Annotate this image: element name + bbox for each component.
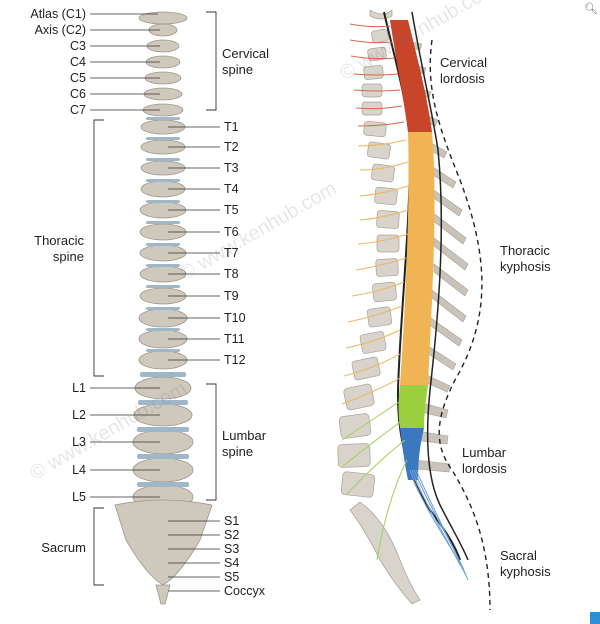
curve-sacral-kyphosis: Sacral kyphosis [500, 548, 551, 580]
curve-label-line: Lumbar [462, 445, 507, 461]
curve-label-line: lordosis [462, 461, 507, 477]
label-c7: C7 [10, 103, 86, 117]
label-l4: L4 [10, 463, 86, 477]
label-t5: T5 [224, 203, 239, 217]
lateral-vertebral-column [338, 10, 490, 610]
group-label-line: Cervical [222, 46, 269, 62]
label-s1: S1 [224, 514, 239, 528]
curve-cervical-lordosis: Cervical lordosis [440, 55, 487, 87]
group-lumbar-spine: Lumbar spine [222, 428, 266, 460]
expand-icon[interactable] [590, 612, 600, 624]
label-t6: T6 [224, 225, 239, 239]
label-t9: T9 [224, 289, 239, 303]
curve-thoracic-kyphosis: Thoracic kyphosis [500, 243, 551, 275]
label-t8: T8 [224, 267, 239, 281]
label-axis-c2: Axis (C2) [10, 23, 86, 37]
label-t3: T3 [224, 161, 239, 175]
curve-label-line: Thoracic [500, 243, 551, 259]
label-l5: L5 [10, 490, 86, 504]
label-s4: S4 [224, 556, 239, 570]
label-t11: T11 [224, 332, 245, 346]
label-l1: L1 [10, 381, 86, 395]
curve-label-line: kyphosis [500, 259, 551, 275]
label-c5: C5 [10, 71, 86, 85]
label-s5: S5 [224, 570, 239, 584]
group-label-line: Thoracic [16, 233, 84, 249]
label-t4: T4 [224, 182, 239, 196]
group-sacrum: Sacrum [16, 540, 86, 556]
group-label-line: Lumbar [222, 428, 266, 444]
cord-lumbar [399, 385, 429, 428]
label-t1: T1 [224, 120, 239, 134]
label-t10: T10 [224, 311, 246, 325]
curve-label-line: kyphosis [500, 564, 551, 580]
curve-label-line: Cervical [440, 55, 487, 71]
cauda-equina [410, 470, 468, 580]
label-l3: L3 [10, 435, 86, 449]
label-t2: T2 [224, 140, 239, 154]
label-l2: L2 [10, 408, 86, 422]
curve-label-line: Sacral [500, 548, 551, 564]
curve-label-line: lordosis [440, 71, 487, 87]
label-c4: C4 [10, 55, 86, 69]
curve-lumbar-lordosis: Lumbar lordosis [462, 445, 507, 477]
group-label-line: spine [16, 249, 84, 265]
label-c6: C6 [10, 87, 86, 101]
group-thoracic-spine: Thoracic spine [16, 233, 84, 265]
label-c3: C3 [10, 39, 86, 53]
group-cervical-spine: Cervical spine [222, 46, 269, 78]
label-coccyx: Coccyx [224, 584, 265, 598]
label-t12: T12 [224, 353, 246, 367]
label-atlas-c1: Atlas (C1) [10, 7, 86, 21]
label-s2: S2 [224, 528, 239, 542]
label-t7: T7 [224, 246, 239, 260]
label-s3: S3 [224, 542, 239, 556]
group-label-line: spine [222, 62, 269, 78]
zoom-icon[interactable]: 🔍︎ [584, 2, 598, 15]
group-label-line: spine [222, 444, 266, 460]
cord-sacral [400, 428, 424, 480]
